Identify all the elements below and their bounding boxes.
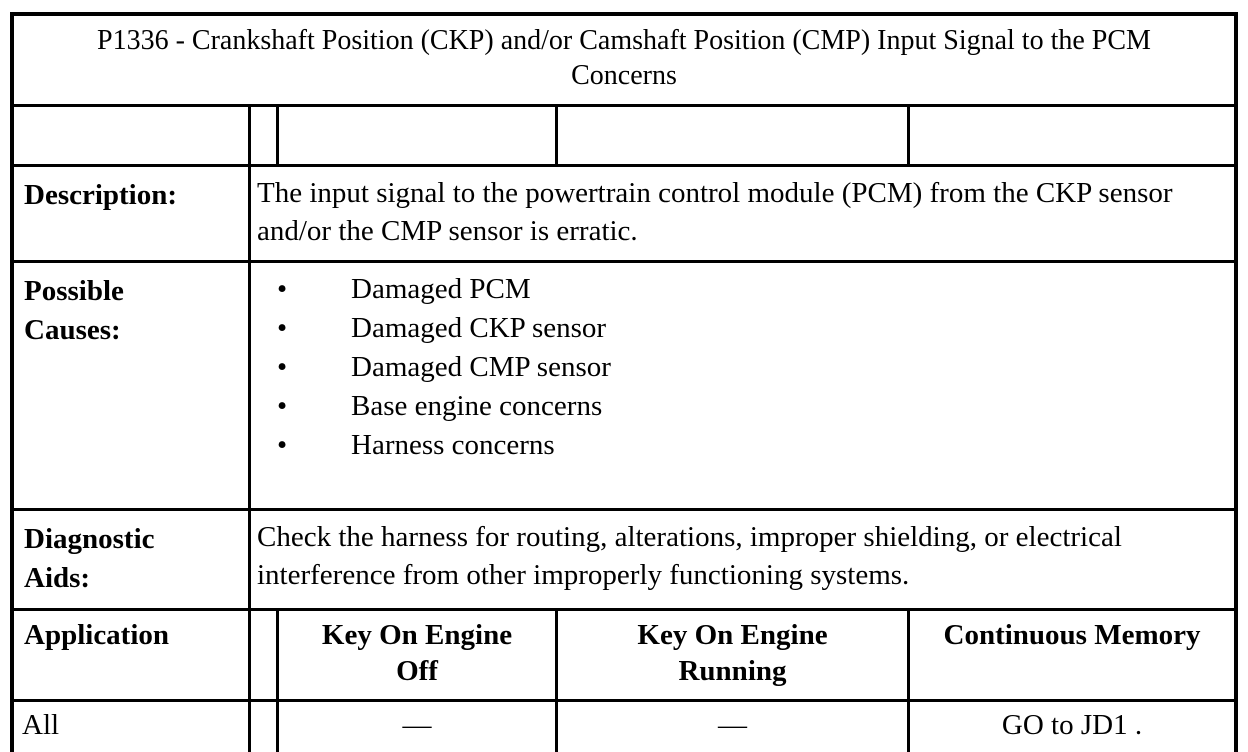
bullet-icon: • [277, 390, 288, 422]
page-title: P1336 - Crankshaft Position (CKP) and/or… [97, 25, 1151, 91]
description-label: Description: [24, 179, 178, 211]
spacer-cell [276, 107, 555, 164]
list-item: • Harness concerns [251, 426, 1234, 465]
possible-causes-label-cell: Possible Causes: [14, 263, 248, 508]
key-on-engine-off-value: — [276, 702, 555, 752]
diagnostic-aids-text: Check the harness for routing, alteratio… [248, 511, 1234, 608]
possible-causes-list: • Damaged PCM • Damaged CKP sensor • Dam… [251, 263, 1234, 465]
spacer-cell [248, 611, 276, 699]
bullet-icon: • [277, 273, 288, 305]
key-on-engine-off-header-label: Key On Engine Off [321, 619, 513, 687]
application-value: All [22, 709, 60, 741]
title-row: P1336 - Crankshaft Position (CKP) and/or… [14, 16, 1234, 104]
list-item-text: Damaged CKP sensor [351, 312, 607, 344]
list-item: • Damaged PCM [251, 270, 1234, 309]
spacer-row [14, 104, 1234, 164]
spacer-cell [14, 107, 248, 164]
application-header: Application [24, 619, 170, 651]
description-text: The input signal to the powertrain contr… [248, 167, 1234, 260]
possible-causes-label: Possible Causes: [24, 275, 124, 346]
spacer-cell [248, 107, 276, 164]
possible-causes-row: Possible Causes: • Damaged PCM • Damaged… [14, 260, 1234, 508]
bullet-icon: • [277, 429, 288, 461]
continuous-memory-header: Continuous Memory [907, 611, 1234, 699]
bullet-icon: • [277, 312, 288, 344]
list-item: • Damaged CKP sensor [251, 309, 1234, 348]
key-on-engine-running-header: Key On Engine Running [555, 611, 907, 699]
diagnostic-aids-label: Diagnostic Aids: [24, 523, 155, 594]
dtc-table: P1336 - Crankshaft Position (CKP) and/or… [10, 12, 1238, 752]
application-data-row: All — — GO to JD1 . [14, 699, 1234, 752]
description-label-cell: Description: [14, 167, 248, 260]
key-on-engine-running-value: — [555, 702, 907, 752]
table-title-cell: P1336 - Crankshaft Position (CKP) and/or… [14, 16, 1234, 104]
list-item: • Base engine concerns [251, 387, 1234, 426]
diagnostic-aids-label-cell: Diagnostic Aids: [14, 511, 248, 608]
continuous-memory-header-label: Continuous Memory [943, 619, 1201, 651]
go-to-jd1-reference: GO to JD1 . [907, 702, 1234, 752]
list-item-text: Damaged PCM [351, 273, 531, 305]
spacer-cell [555, 107, 907, 164]
description-row: Description: The input signal to the pow… [14, 164, 1234, 260]
key-on-engine-off-header: Key On Engine Off [276, 611, 555, 699]
diagnostic-aids-row: Diagnostic Aids: Check the harness for r… [14, 508, 1234, 608]
bullet-icon: • [277, 351, 288, 383]
list-item-text: Base engine concerns [351, 390, 603, 422]
list-item: • Damaged CMP sensor [251, 348, 1234, 387]
spacer-cell [907, 107, 1234, 164]
spacer-cell [248, 702, 276, 752]
list-item-text: Damaged CMP sensor [351, 351, 611, 383]
list-item-text: Harness concerns [351, 429, 555, 461]
possible-causes-cell: • Damaged PCM • Damaged CKP sensor • Dam… [248, 263, 1234, 508]
key-on-engine-running-header-label: Key On Engine Running [637, 619, 828, 687]
application-header-row: Application Key On Engine Off Key On Eng… [14, 608, 1234, 699]
